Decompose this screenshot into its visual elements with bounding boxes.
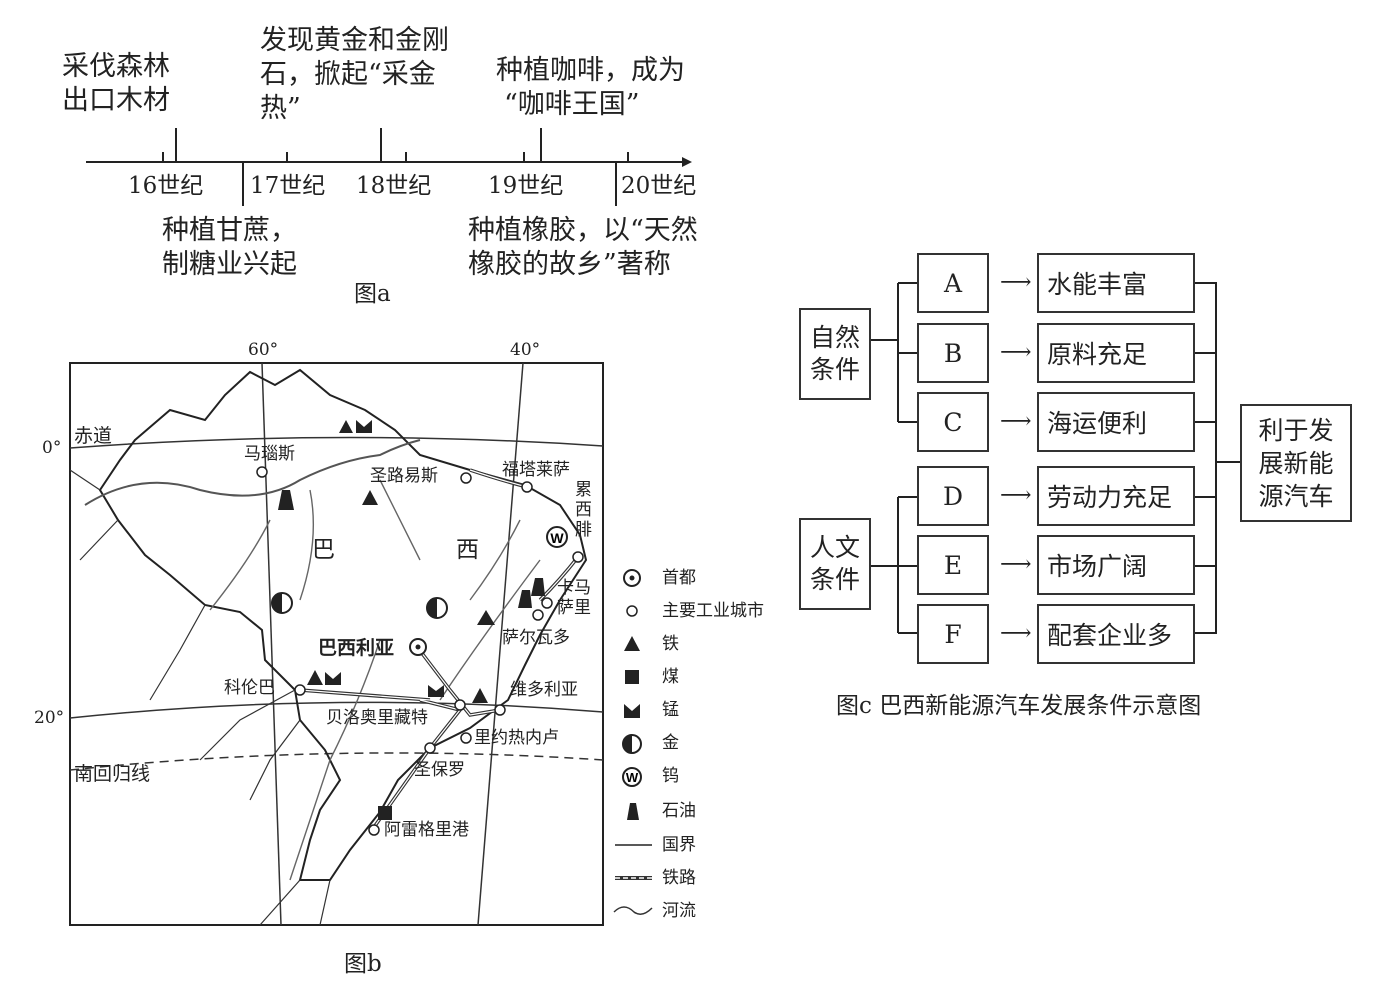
right-arrow-icon: ⟶ [1000,270,1032,295]
factor-text-box: 水能丰富 [1037,253,1195,313]
factor-text-box: 劳动力充足 [1037,466,1195,526]
factor-text-box: 市场广阔 [1037,535,1195,595]
svg-text:W: W [626,770,639,785]
legend-label: 钨 [662,766,679,786]
legend-symbols: W [613,569,653,915]
city-label: 科伦巴 [224,678,275,698]
city-label: 阿雷格里港 [384,820,469,840]
gold-icon [426,597,448,619]
natural-conditions-box: 自然条件 [799,308,871,400]
city-label: 马瑙斯 [244,444,295,464]
event-sugarcane: 种植甘蔗， 制糖业兴起 [162,215,297,280]
lat-label: 20° [34,708,65,728]
fig-b-caption: 图b [344,951,382,977]
result-box: 利于发展新能源汽车 [1240,404,1352,522]
legend-label: 铁 [662,634,679,654]
legend-label: 首都 [662,568,696,588]
factor-letter-box: A [917,253,989,313]
legend-label: 国界 [662,835,696,855]
amazon-river [84,439,421,506]
gold-icon [271,592,293,614]
century-label: 20世纪 [621,173,697,199]
manganese-icon [325,672,341,685]
factor-letter-box: B [917,323,989,383]
timeline-axis [86,128,692,206]
iron-icon [472,688,488,703]
right-arrow-icon: ⟶ [1000,483,1032,508]
right-arrow-icon: ⟶ [1000,409,1032,434]
century-label: 18世纪 [356,173,432,199]
factor-letter-box: C [917,392,989,452]
equator-label: 赤道 [74,425,113,447]
svg-text:W: W [550,530,564,546]
legend-label: 煤 [662,667,679,687]
city-label: 里约热内卢 [474,728,559,748]
capital-label: 巴西利亚 [318,637,395,659]
city-label: 贝洛奥里藏特 [326,708,428,728]
city-label: 维多利亚 [510,680,578,700]
manganese-icon [428,685,444,697]
legend-label: 河流 [662,901,696,921]
event-rubber: 种植橡胶，以“天然 橡胶的故乡”著称 [468,215,698,280]
factor-letter-box: F [917,604,989,664]
oil-icon [518,590,532,608]
lon-label: 40° [510,340,541,360]
equator-line [69,436,604,449]
iron-icon [339,420,353,433]
event-coffee: 种植咖啡，成为 “咖啡王国” [496,55,685,120]
right-arrow-icon: ⟶ [1000,340,1032,365]
iron-icon [307,670,323,685]
tropic-label: 南回归线 [74,763,151,785]
city-label: 福塔莱萨 [502,460,570,480]
legend-label: 铁路 [662,868,696,888]
city-label: 累西腓 [575,480,592,540]
city-label: 萨尔瓦多 [502,628,570,648]
legend-label: 金 [662,733,679,753]
map-canvas: W W [69,362,653,926]
coal-icon [378,806,392,820]
lon-label: 60° [248,340,279,360]
event-gold-rush: 发现黄金和金刚 石，掀起“采金 热” [260,25,449,124]
right-arrow-icon: ⟶ [1000,621,1032,646]
oil-icon [531,578,545,596]
fig-c-caption: 图c 巴西新能源汽车发展条件示意图 [836,693,1202,719]
factor-text-box: 海运便利 [1037,392,1195,452]
country-label: 巴 [312,537,335,563]
right-arrow-icon: ⟶ [1000,552,1032,577]
lat-label: 0° [42,438,62,458]
country-label: 西 [456,537,479,563]
fig-a-caption: 图a [354,281,391,307]
legend-label: 主要工业城市 [662,601,764,621]
event-logging: 采伐森林 出口木材 [62,51,170,116]
century-label: 17世纪 [250,173,326,199]
city-label: 卡马萨里 [557,578,591,618]
legend-label: 石油 [662,801,696,821]
manganese-icon [356,420,372,433]
factor-letter-box: D [917,466,989,526]
city-label: 圣路易斯 [370,466,438,486]
iron-icon [477,610,495,625]
oil-icon [278,490,294,510]
capital-icon [409,638,427,656]
factor-text-box: 配套企业多 [1037,604,1195,664]
factor-letter-box: E [917,535,989,595]
iron-icon [362,490,378,505]
factor-text-box: 原料充足 [1037,323,1195,383]
legend-label: 锰 [662,700,679,720]
century-label: 19世纪 [488,173,564,199]
human-conditions-box: 人文条件 [799,518,871,610]
city-label: 圣保罗 [414,760,465,780]
century-label: 16世纪 [128,173,204,199]
tungsten-icon: W [546,526,568,548]
